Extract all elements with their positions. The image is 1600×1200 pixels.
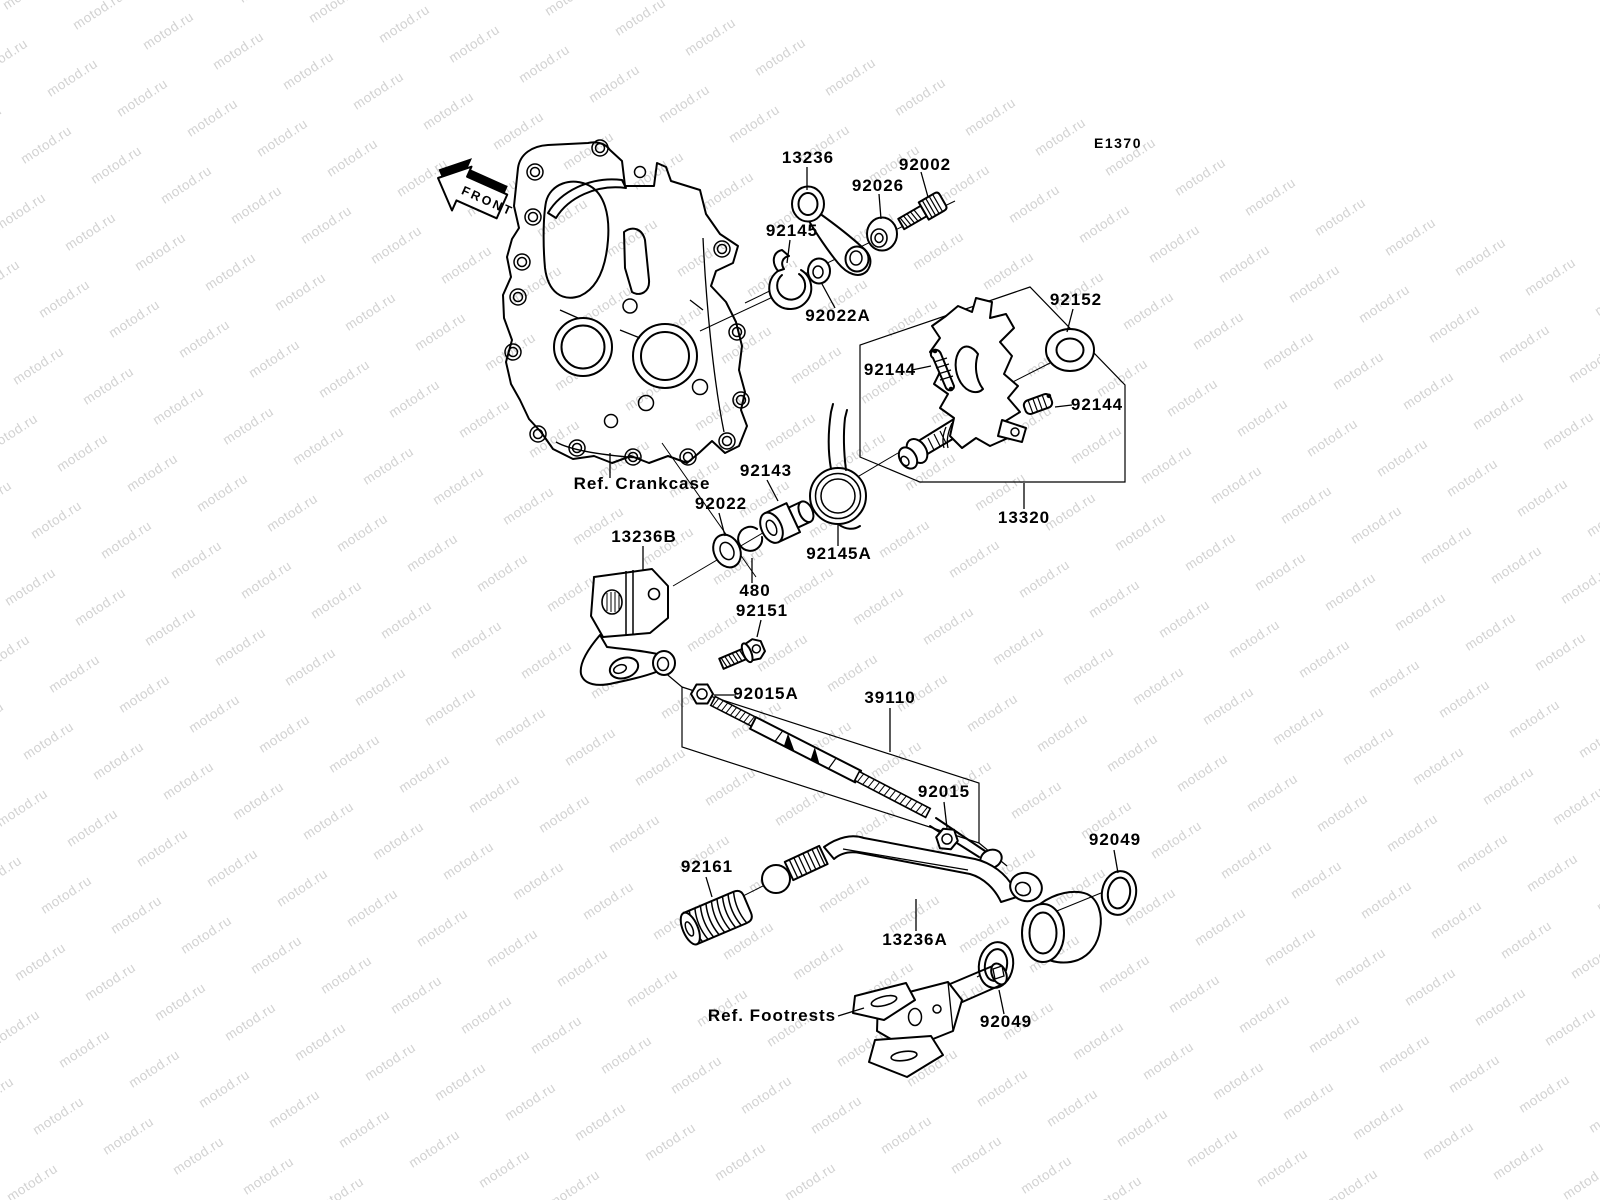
crankcase-small-holes [603,165,709,429]
washer-92026 [866,216,898,252]
pedal-boss-body [1039,890,1102,964]
part-label-92026: 92026 [852,176,904,195]
part-label-13236: 13236 [782,148,834,167]
part-label-92015A: 92015A [733,684,799,703]
spring-92144-right [1022,393,1054,415]
part-label-92015: 92015 [918,782,970,801]
part-label-92145: 92145 [766,221,818,240]
crankcase-opening [542,180,610,299]
lever-13236B [579,568,676,686]
part-label-480: 480 [739,581,770,600]
pedal-rubber-92161 [679,889,753,946]
return-spring-92145 [768,249,813,311]
front-direction-arrow: FRONT [437,158,516,220]
snap-ring-480 [737,525,764,552]
shift-rod-39110 [709,695,1003,870]
part-label-92145A: 92145A [806,544,872,563]
seal-92152 [1045,328,1095,372]
crankcase-drawing [502,139,750,466]
part-label-92144-right: 92144 [1071,395,1123,414]
collar-92143 [759,500,815,544]
part-label-92151: 92151 [736,601,788,620]
part-label-92049-upper: 92049 [1089,830,1141,849]
part-label-92002: 92002 [899,155,951,174]
washer-92022 [712,533,742,569]
shift-arm-13236 [791,185,872,276]
footrest-clevis [852,962,1008,1078]
bolt-92151 [718,638,766,670]
part-label-39110: 39110 [864,688,915,707]
nut-92015A [690,683,714,705]
crankcase-bolt-holes [504,139,750,466]
torsion-spring-92145A [809,403,867,530]
nut-92015 [935,827,959,851]
diagram-labels: E1370 13236 92026 92002 92145 92022A 921… [574,135,1142,1031]
part-label-13236B: 13236B [611,527,677,546]
part-label-92022: 92022 [695,494,747,513]
ref-footrests-label: Ref. Footrests [708,1006,836,1025]
pedal-13236A [761,835,1102,964]
bolt-92002 [897,191,948,231]
part-label-92143: 92143 [740,461,792,480]
part-label-13236A: 13236A [882,930,948,949]
part-label-92152: 92152 [1050,290,1102,309]
crankcase-crescent-rib [547,178,627,219]
part-label-92144-left: 92144 [864,360,916,379]
seal-92049-upper [1100,870,1138,916]
ref-crankcase-label: Ref. Crankcase [574,474,711,493]
part-label-92022A: 92022A [805,306,871,325]
part-label-92049-lower: 92049 [980,1012,1032,1031]
diagram-code: E1370 [1094,135,1142,151]
leader-lines [609,167,1119,1017]
part-label-13320: 13320 [998,508,1050,527]
box-13320 [859,286,1126,483]
shift-mechanism-13320 [897,297,1054,470]
spring-92144-left [929,348,955,392]
washer-92022A [807,257,831,285]
part-label-92161: 92161 [681,857,733,876]
